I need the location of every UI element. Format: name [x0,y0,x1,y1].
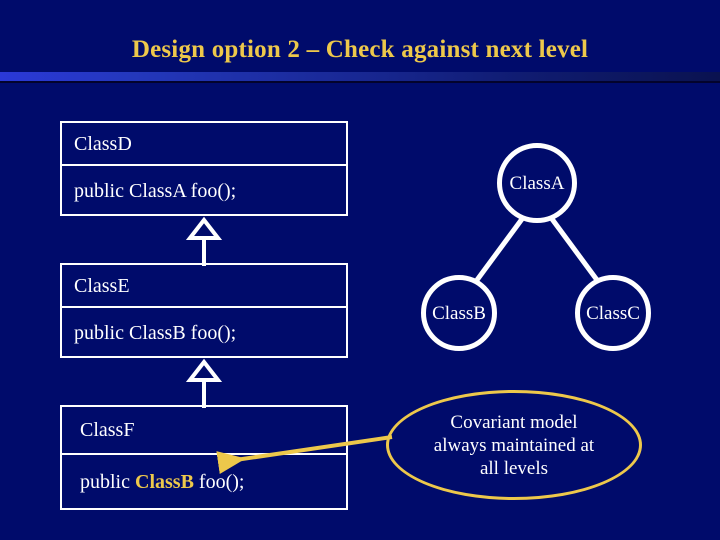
uml-class-header: ClassD [62,123,346,166]
uml-member-prefix: public [80,470,135,493]
uml-circle-label: ClassB [432,302,486,324]
callout-line: Covariant model [450,411,578,433]
uml-class-member: public ClassB foo(); [74,322,237,344]
uml-class-name: ClassE [74,274,130,297]
uml-class-name: ClassF [80,419,135,441]
uml-class-body: public ClassB foo(); [62,455,346,508]
uml-circle-classc[interactable]: ClassC [575,275,651,351]
callout-line: always maintained at [433,434,595,456]
uml-class-body: public ClassB foo(); [62,308,346,358]
title-separator-bar [0,72,720,81]
uml-circle-label: ClassA [509,172,565,194]
title-separator-underline [0,81,720,83]
uml-class-header: ClassF [62,407,346,455]
uml-class-box-classe[interactable]: ClassE public ClassB foo(); [60,263,348,358]
uml-member-type-highlighted: ClassB [135,470,194,493]
uml-class-header: ClassE [62,265,346,308]
callout-line: all levels [479,457,549,479]
uml-circle-classa[interactable]: ClassA [497,143,577,223]
uml-class-body: public ClassA foo(); [62,166,346,216]
uml-class-name: ClassD [74,132,132,155]
generalization-arrow-classe-to-classd [183,216,225,266]
uml-member-suffix: foo(); [193,470,245,493]
generalization-arrow-classf-to-classe [183,358,225,408]
uml-circle-classb[interactable]: ClassB [421,275,497,351]
uml-circle-label: ClassC [586,302,640,324]
page-title: Design option 2 – Check against next lev… [131,36,589,63]
uml-class-member: public ClassA foo(); [74,180,237,202]
callout-ellipse: Covariant model always maintained at all… [386,390,642,500]
uml-class-member: public ClassB foo(); [80,472,244,492]
generalization-icon [185,216,223,266]
uml-class-box-classf[interactable]: ClassF public ClassB foo(); [60,405,348,510]
uml-class-box-classd[interactable]: ClassD public ClassA foo(); [60,121,348,216]
generalization-icon [185,358,223,408]
